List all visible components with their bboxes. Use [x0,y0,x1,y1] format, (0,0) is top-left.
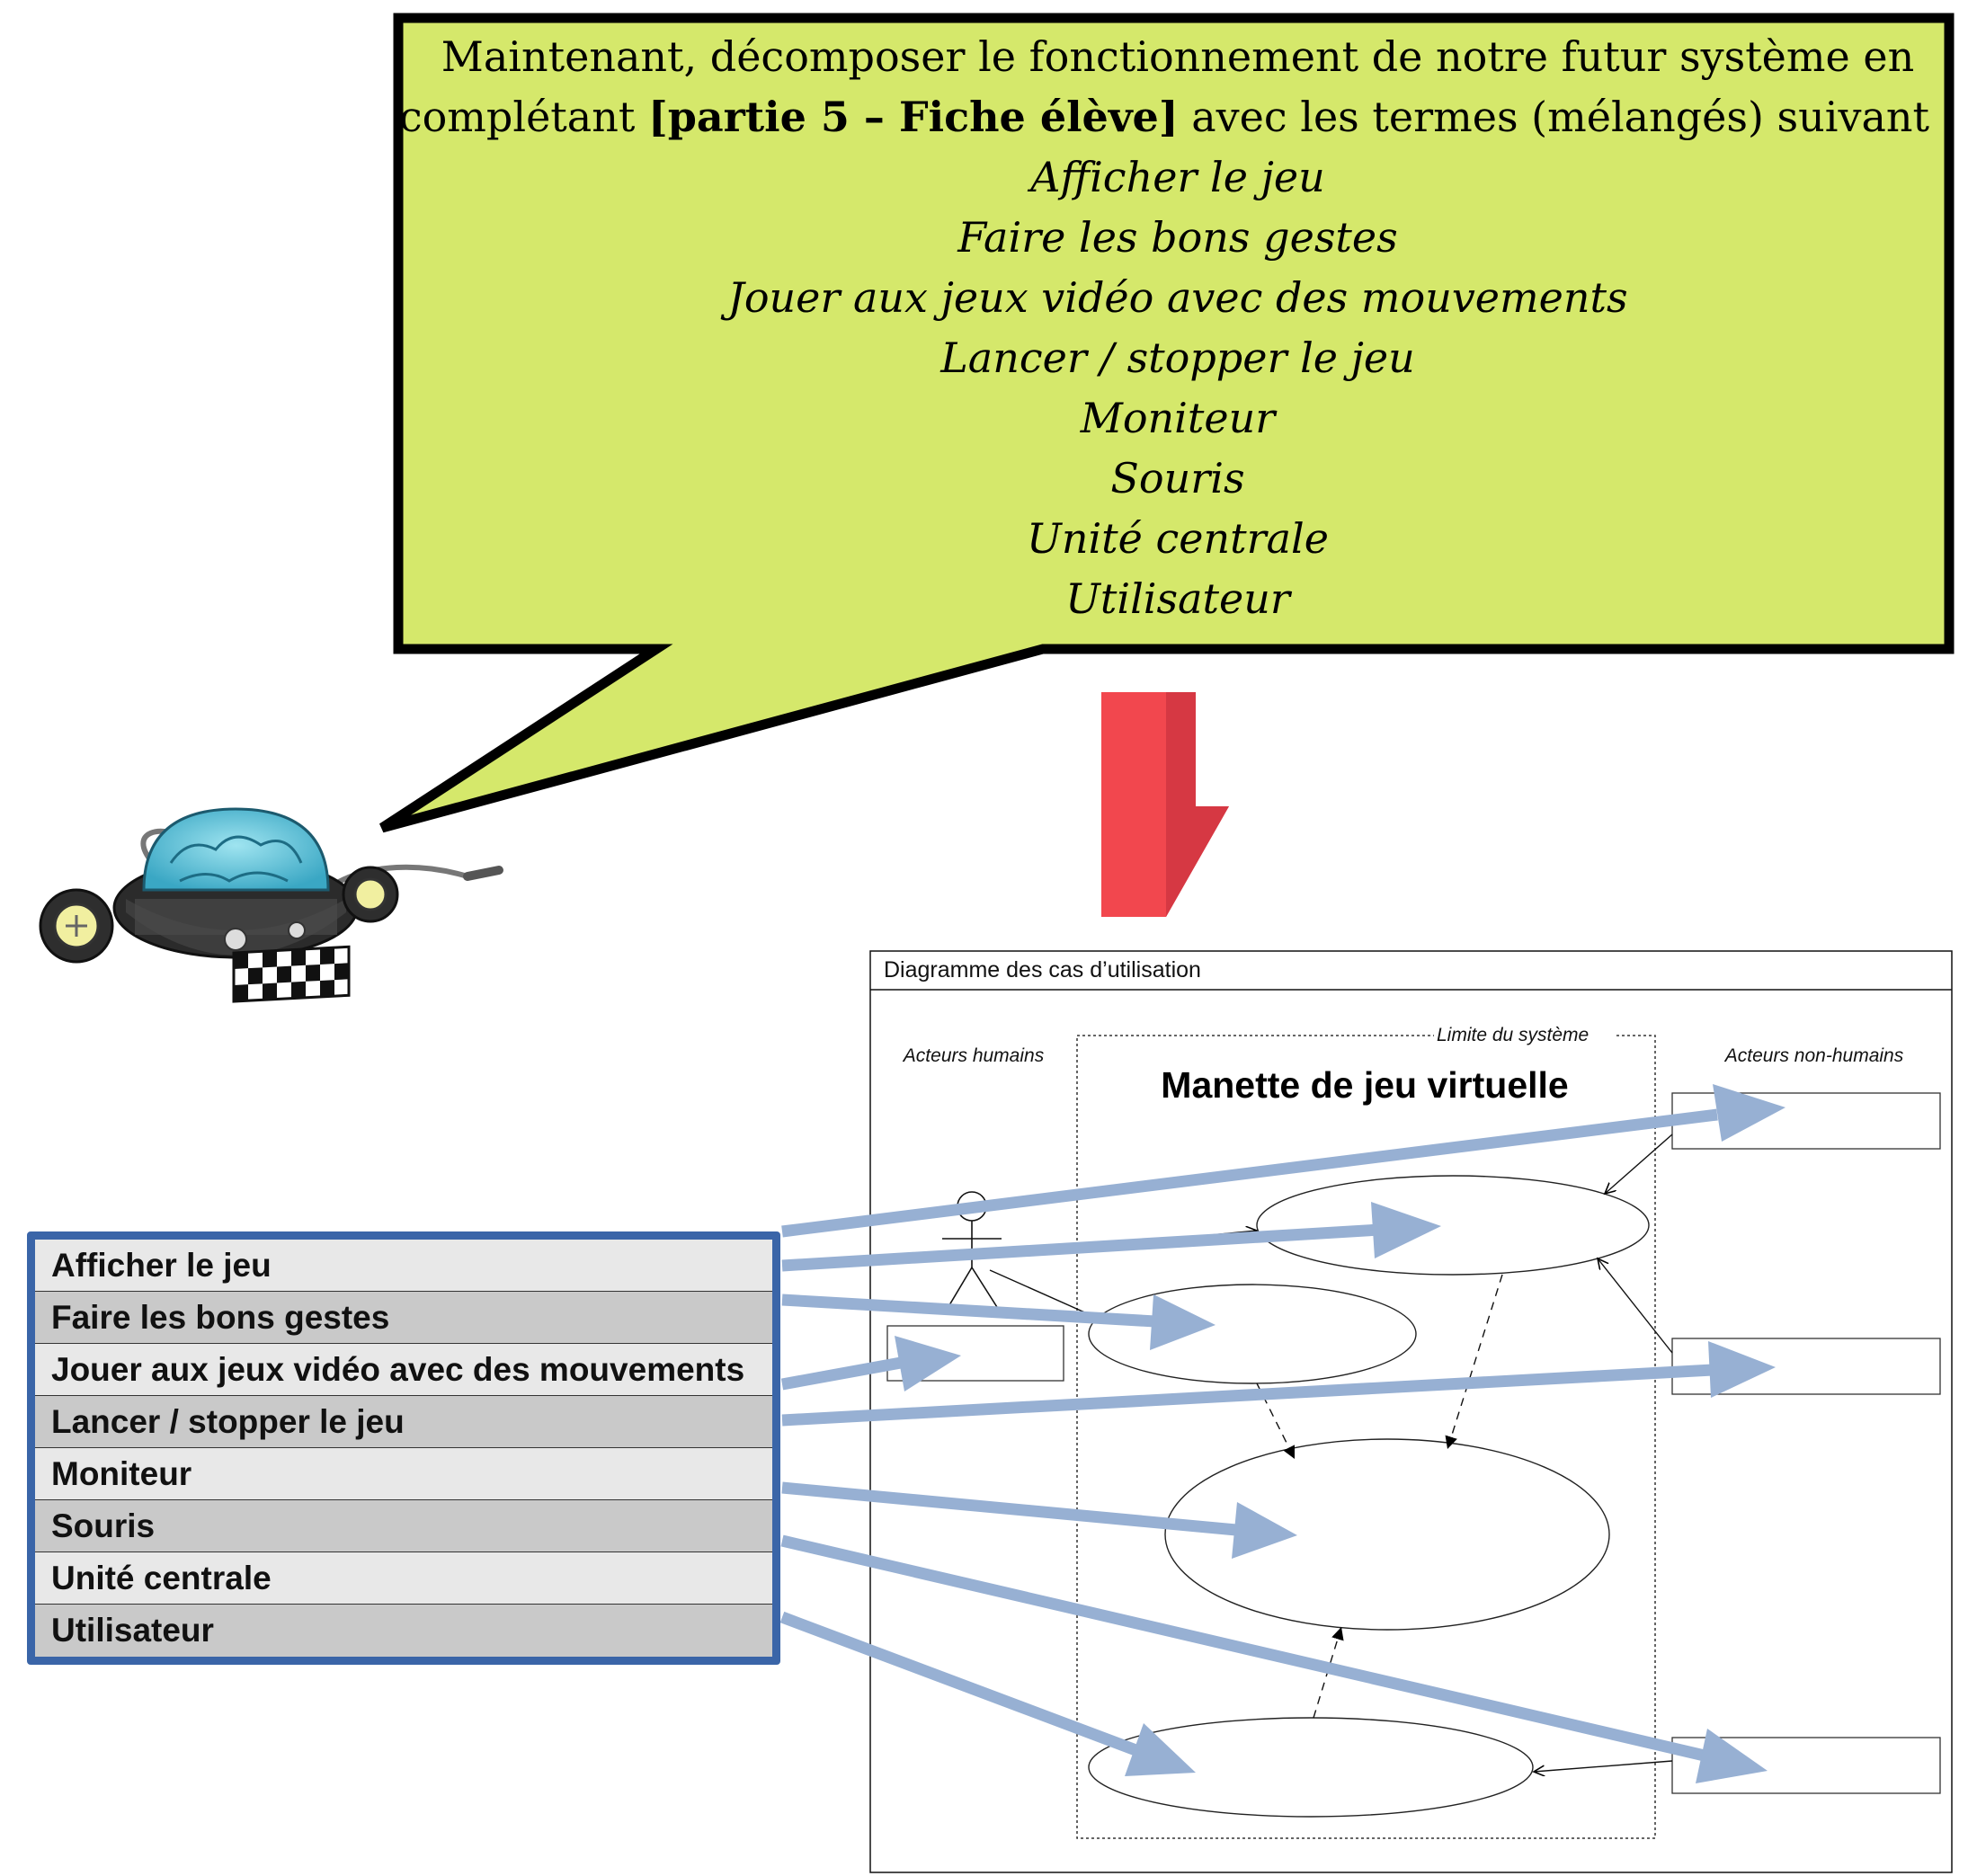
bubble-line-1: Maintenant, décomposer le fonctionnement… [441,32,1915,81]
bubble-term: Moniteur [1080,394,1276,442]
term-list: Afficher le jeu Faire les bons gestes Jo… [27,1231,780,1665]
robot-brain-illustration [39,807,503,1003]
system-boundary-label: Limite du système [1437,1025,1589,1045]
uml-frame-title: Diagramme des cas d’utilisation [884,957,1201,982]
bubble-line-2: complétant [partie 5 – Fiche élève] avec… [396,87,1960,147]
bubble-reference: [partie 5 – Fiche élève] [647,93,1179,141]
bubble-term: Afficher le jeu [1030,153,1325,201]
bubble-term: Unité centrale [1027,514,1329,563]
bubble-line-2-start: complétant [398,93,648,141]
use-case-ellipse-main [1164,1438,1610,1631]
system-name: Manette de jeu virtuelle [1161,1064,1568,1106]
term-list-item: Unité centrale [35,1552,772,1605]
nonhuman-actors-label: Acteurs non-humains [1723,1045,1904,1066]
term-connector-arrows [779,1084,1785,1783]
human-actors-label: Acteurs humains [902,1045,1045,1066]
speech-bubble [378,13,1955,833]
term-list-item: Moniteur [35,1448,772,1500]
term-list-item: Jouer aux jeux vidéo avec des mouvements [35,1344,772,1396]
term-list-item: Souris [35,1500,772,1552]
use-case-ellipse-2 [1088,1284,1417,1384]
term-list-item: Faire les bons gestes [35,1292,772,1344]
bubble-term: Souris [1110,454,1245,502]
bubble-instructions: Maintenant, décomposer le fonctionnement… [396,27,1960,629]
bubble-line-2-end: avec les termes (mélangés) suivant : [1178,93,1957,141]
red-down-arrow [1101,692,1229,917]
use-case-ellipse-1 [1256,1175,1650,1276]
bubble-term: Utilisateur [1065,574,1290,623]
bubble-term: Faire les bons gestes [957,213,1398,262]
term-list-item: Utilisateur [35,1605,772,1657]
bubble-term: Jouer aux jeux vidéo avec des mouvements [727,273,1628,322]
term-list-item: Afficher le jeu [35,1240,772,1292]
term-list-item: Lancer / stopper le jeu [35,1396,772,1448]
bubble-term: Lancer / stopper le jeu [940,333,1415,382]
